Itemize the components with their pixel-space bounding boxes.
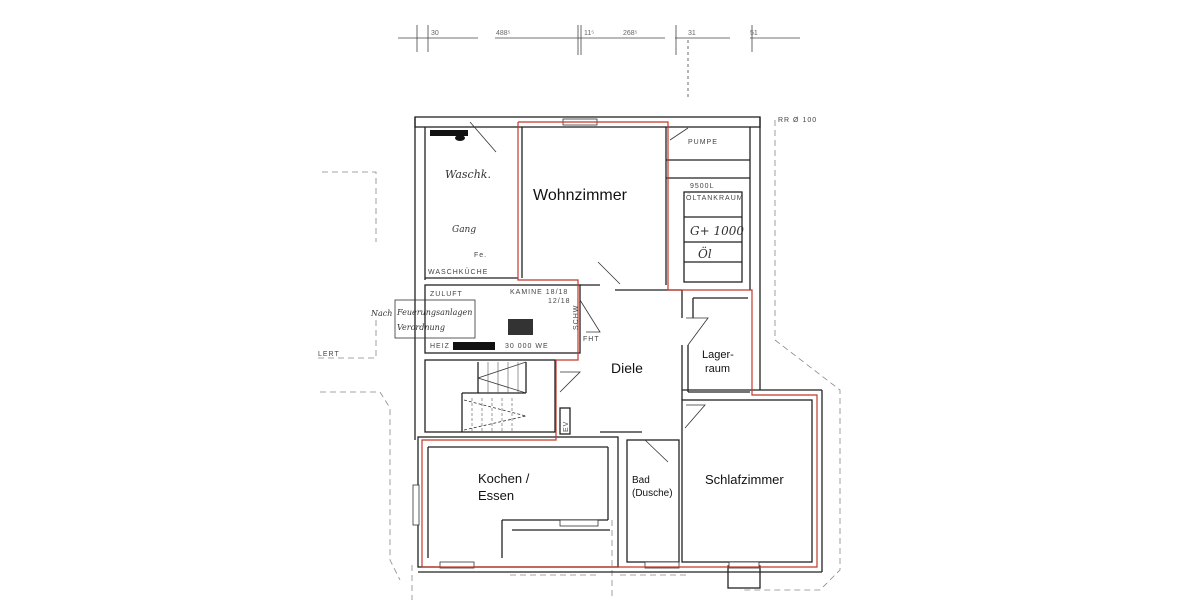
handwritten-oel: Öl <box>698 245 712 261</box>
room-label-kochen-2: Essen <box>478 488 514 503</box>
dim-label-4: 268⁵ <box>623 30 638 37</box>
dim-label-2: 488⁵ <box>496 30 511 37</box>
label-zuluft: ZULUFT <box>430 291 463 298</box>
label-tank-size: 9500L <box>690 183 714 190</box>
handwritten-gang: Gang <box>452 225 476 235</box>
dim-label-1: 30 <box>431 30 439 37</box>
label-kamine-1: KAMINE 18/18 <box>510 289 568 296</box>
dim-label-5: 31 <box>688 30 696 37</box>
room-label-schlafzimmer: Schlafzimmer <box>705 472 784 487</box>
room-label-wohnzimmer: Wohnzimmer <box>533 187 628 204</box>
boiler-icon <box>430 130 533 350</box>
handwritten-tank: G+ 1000 <box>690 224 744 238</box>
room-label-lagerraum-2: raum <box>705 363 730 375</box>
dashed-outline <box>318 120 841 600</box>
room-label-bad-2: (Dusche) <box>632 488 673 499</box>
apartment-boundary <box>421 121 818 568</box>
regulation-note-box <box>394 299 476 339</box>
label-waschkueche: WASCHKÜCHE <box>428 268 488 276</box>
room-label-bad-1: Bad <box>632 475 650 486</box>
dim-label-6: 51 <box>750 30 758 37</box>
room-label-diele: Diele <box>611 360 643 376</box>
handwritten-feuerung-2: Verordnung <box>397 323 445 332</box>
handwritten-feuerung-1: Feuerungsanlagen <box>396 308 472 317</box>
label-lert: LERT <box>318 351 340 358</box>
label-tankraum: ÖLTANKRAUM <box>686 194 744 202</box>
label-heiz: HEIZ <box>430 343 450 350</box>
label-pumpe: PUMPE <box>688 139 718 146</box>
dim-label-3: 11⁵ <box>584 30 594 37</box>
door-swings <box>463 121 709 463</box>
handwritten-nach: Nach <box>370 309 392 318</box>
label-rr: RR Ø 100 <box>778 117 817 124</box>
label-kamine-2: 12/18 <box>548 298 571 305</box>
walls <box>414 116 823 589</box>
dimension-line <box>398 25 800 100</box>
room-label-lagerraum-1: Lager- <box>702 349 734 361</box>
label-heizung-we: 30 000 WE <box>505 343 549 350</box>
room-label-kochen-1: Kochen / <box>478 471 530 486</box>
label-fht: FHT <box>583 336 600 343</box>
label-fe: Fe. <box>474 252 487 259</box>
label-ev: EV <box>563 421 570 432</box>
stair-treads <box>471 362 519 432</box>
label-schw: SCHW <box>573 305 580 330</box>
handwritten-waschkueche: Waschk. <box>445 168 491 181</box>
